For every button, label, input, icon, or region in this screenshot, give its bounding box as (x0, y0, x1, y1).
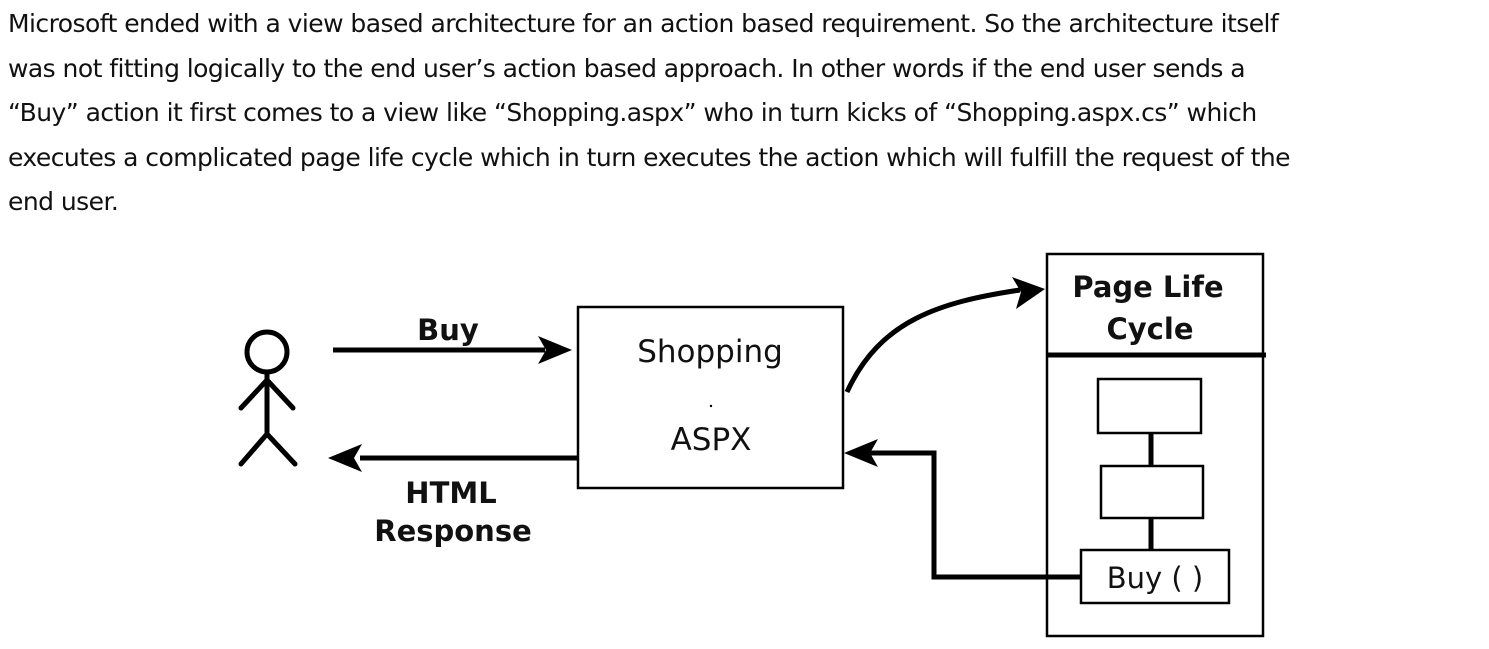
body-paragraph: Microsoft ended with a view based archit… (8, 2, 1486, 225)
html-response-arrow (328, 444, 578, 472)
end-user-stick-figure-icon (238, 329, 298, 467)
view-box-label-line-2: ASPX (671, 422, 752, 458)
return-arrow-to-view (844, 439, 1081, 580)
buy-request-arrow (333, 336, 572, 364)
page-life-cycle-title-line-1: Page Life (1072, 270, 1223, 304)
response-label-line-1: HTML (405, 476, 496, 510)
view-box-dot (709, 404, 713, 408)
paragraph-line-3: “Buy” action it first comes to a view li… (8, 98, 1257, 127)
view-box-label-line-1: Shopping (637, 334, 783, 370)
buy-action-label: Buy ( ) (1107, 561, 1204, 595)
response-label-line-2: Response (374, 514, 532, 548)
lifecycle-step-box-2 (1099, 464, 1205, 520)
paragraph-line-2: was not fitting logically to the end use… (8, 53, 1246, 83)
lifecycle-step-box-1 (1096, 377, 1203, 435)
buy-action-box (1079, 548, 1231, 605)
paragraph-line-1: Microsoft ended with a view based archit… (8, 9, 1279, 38)
paragraph-line-4: executes a complicated page life cycle w… (8, 142, 1291, 172)
page-life-cycle-title-line-2: Cycle (1107, 312, 1194, 346)
shopping-aspx-view-box (576, 305, 845, 490)
buy-arrow-label: Buy (417, 313, 479, 347)
curved-arrow-to-page-life-cycle (844, 277, 1045, 394)
paragraph-line-5: end user. (8, 187, 119, 216)
